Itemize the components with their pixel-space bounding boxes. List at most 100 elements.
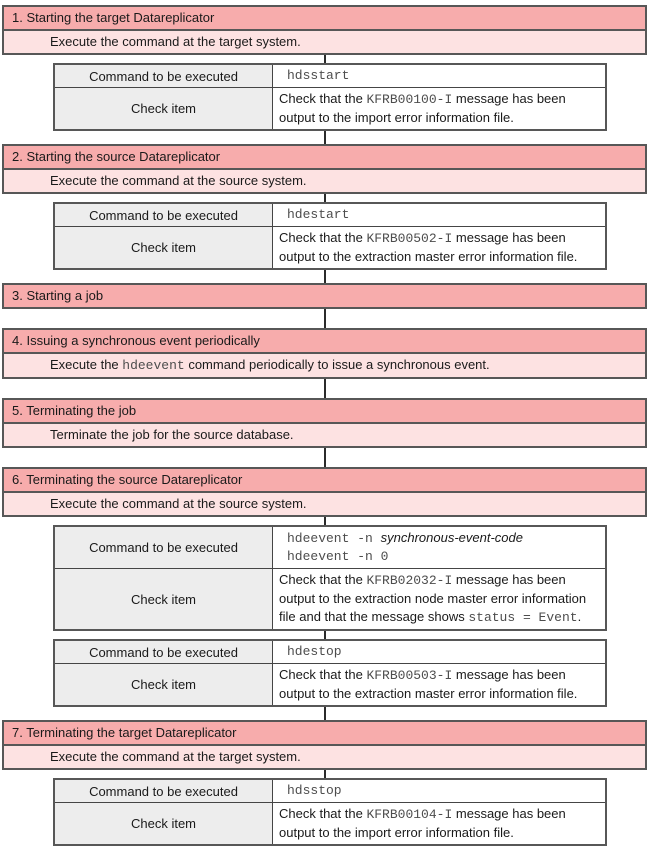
inline-code: KFRB02032-I bbox=[366, 573, 453, 588]
text-segment: message has been output to the import er… bbox=[279, 806, 566, 840]
inline-code: hdeevent -n bbox=[287, 531, 381, 546]
text-segment: . bbox=[577, 609, 582, 624]
connector-line bbox=[323, 379, 326, 398]
inline-code: hdeevent -n 0 bbox=[287, 549, 389, 564]
check-row: Check item Check that the KFRB00502-I me… bbox=[53, 226, 607, 270]
connector-line bbox=[323, 194, 326, 202]
section-header: 5. Terminating the job bbox=[4, 400, 645, 424]
command-value-cell: hdsstop bbox=[272, 778, 607, 803]
section-header: 2. Starting the source Datareplicator bbox=[4, 146, 645, 170]
section-subtitle: Execute the command at the source system… bbox=[4, 170, 645, 192]
connector-line bbox=[323, 55, 326, 63]
check-row: Check item Check that the KFRB00104-I me… bbox=[53, 802, 607, 846]
text-segment: Check that the bbox=[279, 230, 367, 245]
text-segment: Execute the command at the source system… bbox=[50, 173, 307, 188]
command-line: hdestop bbox=[287, 643, 599, 661]
check-label-cell: Check item bbox=[53, 87, 273, 131]
text-segment: message has been output to the extractio… bbox=[279, 667, 578, 701]
check-value-cell: Check that the KFRB00104-I message has b… bbox=[272, 802, 607, 846]
check-row: Check item Check that the KFRB00503-I me… bbox=[53, 663, 607, 707]
section-subtitle: Execute the hdeevent command periodicall… bbox=[4, 354, 645, 377]
connector-line bbox=[323, 448, 326, 467]
check-value-cell: Check that the KFRB02032-I message has b… bbox=[272, 568, 607, 631]
connector-line bbox=[323, 131, 326, 144]
section-box: 3. Starting a job bbox=[2, 283, 647, 309]
command-check-table: Command to be executed hdsstart Check it… bbox=[53, 63, 607, 131]
command-check-table: Command to be executed hdestop Check ite… bbox=[53, 639, 607, 707]
command-label-cell: Command to be executed bbox=[53, 778, 273, 803]
section-header: 3. Starting a job bbox=[4, 285, 645, 307]
command-value-cell: hdsstart bbox=[272, 63, 607, 88]
section-box: 6. Terminating the source Datareplicator… bbox=[2, 467, 647, 517]
section-box: 7. Terminating the target Datareplicator… bbox=[2, 720, 647, 770]
command-line: hdeevent -n synchronous-event-code bbox=[287, 529, 599, 548]
command-row: Command to be executed hdestop bbox=[53, 639, 607, 664]
text-segment: Check that the bbox=[279, 806, 367, 821]
command-row: Command to be executed hdeevent -n synch… bbox=[53, 525, 607, 569]
command-line: hdsstart bbox=[287, 67, 599, 85]
command-row: Command to be executed hdestart bbox=[53, 202, 607, 227]
connector-line bbox=[323, 707, 326, 720]
inline-code: KFRB00502-I bbox=[366, 231, 453, 246]
text-segment: Execute the bbox=[50, 357, 123, 372]
section-subtitle: Execute the command at the target system… bbox=[4, 31, 645, 53]
text-segment: message has been output to the extractio… bbox=[279, 572, 587, 624]
command-row: Command to be executed hdsstop bbox=[53, 778, 607, 803]
connector-line bbox=[323, 517, 326, 525]
text-segment: message has been output to the import er… bbox=[279, 91, 566, 125]
check-label-cell: Check item bbox=[53, 802, 273, 846]
command-value-cell: hdestart bbox=[272, 202, 607, 227]
inline-code: KFRB00100-I bbox=[366, 92, 453, 107]
command-check-table: Command to be executed hdeevent -n synch… bbox=[53, 525, 607, 631]
text-segment: Check that the bbox=[279, 91, 367, 106]
inline-code: status = Event bbox=[468, 610, 578, 625]
check-label-cell: Check item bbox=[53, 568, 273, 631]
text-segment: Check that the bbox=[279, 667, 367, 682]
command-value-cell: hdestop bbox=[272, 639, 607, 664]
check-row: Check item Check that the KFRB02032-I me… bbox=[53, 568, 607, 631]
inline-code: KFRB00104-I bbox=[366, 807, 453, 822]
section-header: 6. Terminating the source Datareplicator bbox=[4, 469, 645, 493]
check-value-cell: Check that the KFRB00100-I message has b… bbox=[272, 87, 607, 131]
section-box: 5. Terminating the job Terminate the job… bbox=[2, 398, 647, 448]
connector-line bbox=[323, 309, 326, 328]
text-segment: Terminate the job for the source databas… bbox=[50, 427, 294, 442]
check-label-cell: Check item bbox=[53, 663, 273, 707]
check-value-cell: Check that the KFRB00502-I message has b… bbox=[272, 226, 607, 270]
text-segment: Execute the command at the target system… bbox=[50, 34, 301, 49]
command-variable: synchronous-event-code bbox=[380, 530, 523, 545]
check-label-cell: Check item bbox=[53, 226, 273, 270]
check-value-cell: Check that the KFRB00503-I message has b… bbox=[272, 663, 607, 707]
inline-code: hdeevent bbox=[122, 358, 185, 373]
text-segment: Execute the command at the target system… bbox=[50, 749, 301, 764]
check-row: Check item Check that the KFRB00100-I me… bbox=[53, 87, 607, 131]
command-line: hdestart bbox=[287, 206, 599, 224]
connector-line bbox=[323, 270, 326, 283]
command-line: hdsstop bbox=[287, 782, 599, 800]
connector-line bbox=[323, 770, 326, 778]
inline-code: KFRB00503-I bbox=[366, 668, 453, 683]
section-header: 7. Terminating the target Datareplicator bbox=[4, 722, 645, 746]
command-row: Command to be executed hdsstart bbox=[53, 63, 607, 88]
text-segment: message has been output to the extractio… bbox=[279, 230, 578, 264]
inline-code: hdestop bbox=[287, 644, 342, 659]
section-header: 1. Starting the target Datareplicator bbox=[4, 7, 645, 31]
section-box: 2. Starting the source Datareplicator Ex… bbox=[2, 144, 647, 194]
section-box: 1. Starting the target Datareplicator Ex… bbox=[2, 5, 647, 55]
text-segment: Check that the bbox=[279, 572, 367, 587]
inline-code: hdsstart bbox=[287, 68, 350, 83]
text-segment: Execute the command at the source system… bbox=[50, 496, 307, 511]
command-check-table: Command to be executed hdestart Check it… bbox=[53, 202, 607, 270]
inline-code: hdestart bbox=[287, 207, 350, 222]
command-label-cell: Command to be executed bbox=[53, 63, 273, 88]
section-subtitle: Execute the command at the source system… bbox=[4, 493, 645, 515]
inline-code: hdsstop bbox=[287, 783, 342, 798]
section-subtitle: Terminate the job for the source databas… bbox=[4, 424, 645, 446]
section-box: 4. Issuing a synchronous event periodica… bbox=[2, 328, 647, 379]
command-line: hdeevent -n 0 bbox=[287, 548, 599, 566]
section-subtitle: Execute the command at the target system… bbox=[4, 746, 645, 768]
text-segment: command periodically to issue a synchron… bbox=[184, 357, 490, 372]
command-label-cell: Command to be executed bbox=[53, 202, 273, 227]
